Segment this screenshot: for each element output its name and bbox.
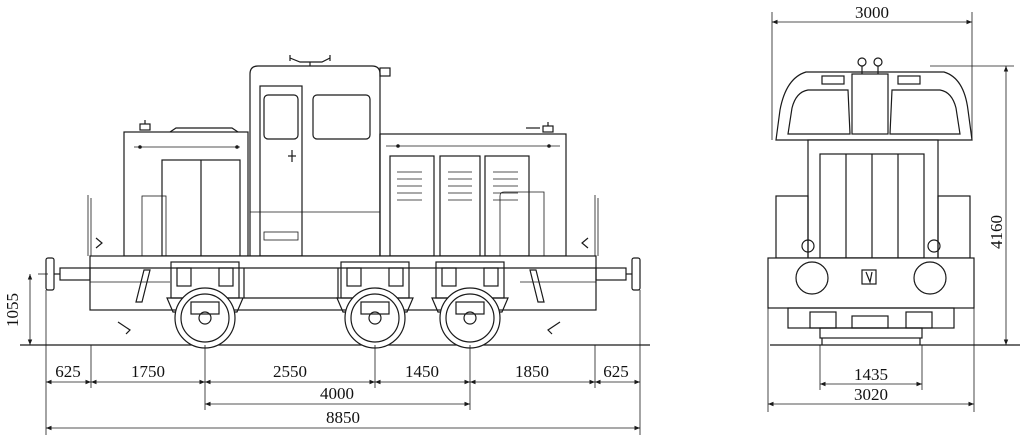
wheelsets [166, 261, 509, 349]
height-label: 4160 [987, 215, 1006, 249]
side-view: 1055 625 1750 2550 1450 1850 625 [3, 55, 650, 435]
dim-label-1450: 1450 [405, 362, 439, 381]
cab [249, 55, 391, 257]
buffer-height-label: 1055 [3, 293, 22, 327]
bottom-width-label: 3020 [854, 385, 888, 404]
end-view: 3000 4160 1435 3020 [767, 3, 1020, 412]
end-hood [775, 139, 971, 259]
wheelbase-label: 4000 [320, 384, 354, 403]
frame [89, 255, 597, 311]
top-width-label: 3000 [855, 3, 889, 22]
end-cab [775, 57, 973, 141]
dim-label-1850: 1850 [515, 362, 549, 381]
dim-buffer-height: 1055 [3, 273, 48, 345]
gauge-label: 1435 [854, 365, 888, 384]
left-hood [123, 120, 249, 257]
dim-label-625-left: 625 [55, 362, 81, 381]
dim-label-2550: 2550 [273, 362, 307, 381]
dim-length-chain: 625 1750 2550 1450 1850 625 [45, 290, 641, 435]
dim-label-1750: 1750 [131, 362, 165, 381]
overall-length-label: 8850 [326, 408, 360, 427]
end-buffer-beam [767, 257, 975, 345]
dim-label-625-right: 625 [603, 362, 629, 381]
dim-wheelbase: 4000 [205, 384, 470, 407]
dim-gauge: 1435 [819, 345, 923, 390]
dim-overall-length: 8850 [46, 408, 640, 431]
dim-top-width: 3000 [771, 3, 973, 140]
dim-height: 4160 [930, 65, 1014, 346]
right-hood [379, 122, 567, 257]
dim-bottom-width: 3020 [767, 308, 975, 412]
buffers [45, 257, 641, 291]
